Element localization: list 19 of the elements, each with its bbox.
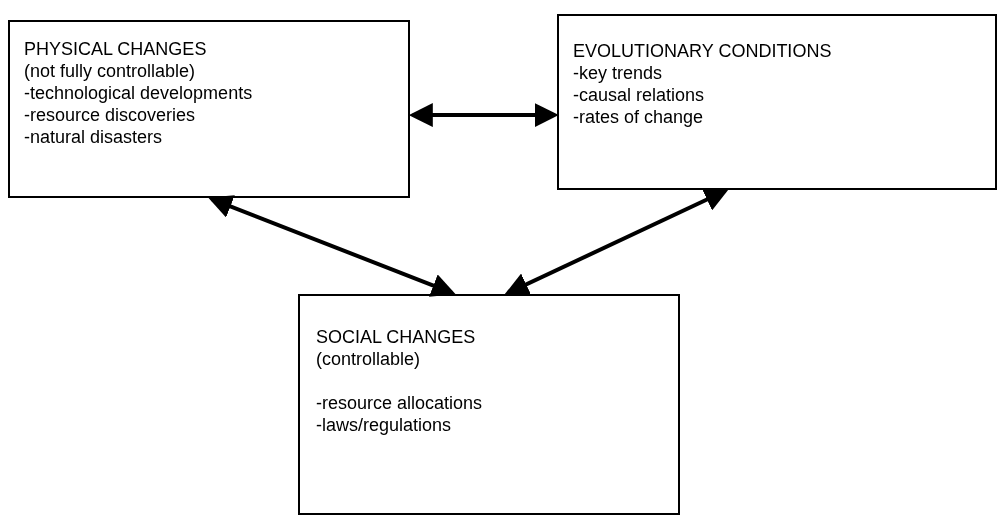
box-text: -resource allocations — [316, 392, 483, 414]
box-heading: SOCIAL CHANGES — [316, 326, 476, 348]
box-heading: PHYSICAL CHANGES — [24, 38, 207, 60]
box-heading: EVOLUTIONARY CONDITIONS — [573, 40, 832, 62]
text-box — [557, 14, 997, 190]
box-text: -key trends — [573, 62, 663, 84]
box-text: -rates of change — [573, 106, 704, 128]
box-text: -laws/regulations — [316, 414, 452, 436]
box-text: -natural disasters — [24, 126, 163, 148]
double-arrow — [408, 103, 559, 128]
box-text: (controllable) — [316, 348, 421, 370]
box-text: (not fully controllable) — [24, 60, 196, 82]
text-box — [298, 294, 680, 515]
box-text: -resource discoveries — [24, 104, 196, 126]
text-box — [8, 20, 410, 198]
box-text: -causal relations — [573, 84, 705, 106]
box-text: -technological developments — [24, 82, 253, 104]
double-arrow — [208, 195, 456, 297]
double-arrow — [504, 188, 729, 296]
